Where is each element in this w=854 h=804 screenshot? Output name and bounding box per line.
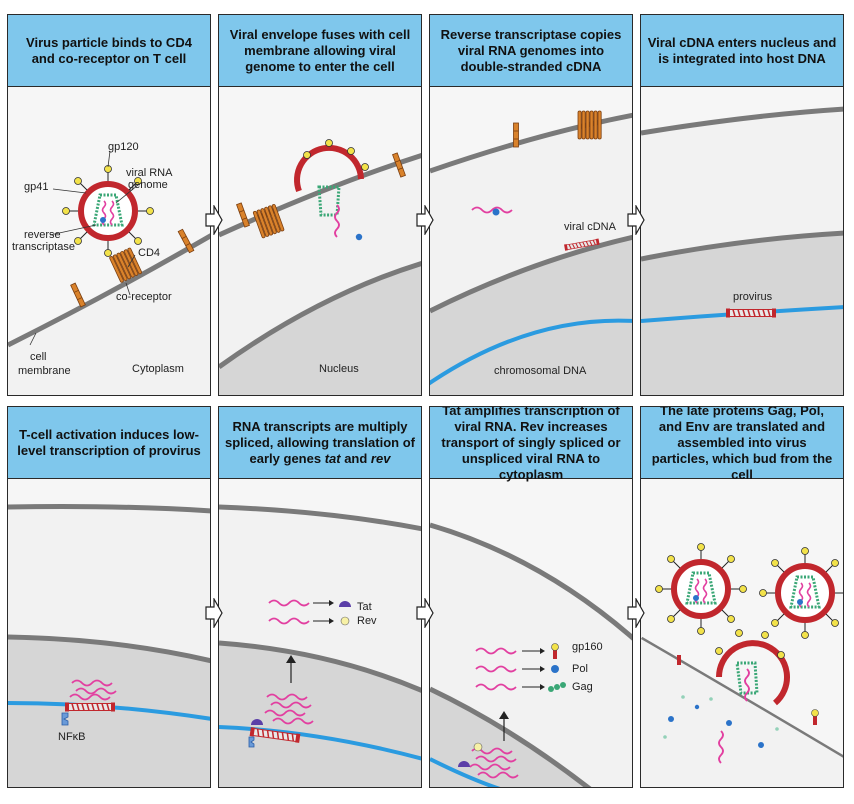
panel-header: T-cell activation induces low-level tran… bbox=[8, 407, 210, 479]
panel-3: Reverse transcriptase copies viral RNA g… bbox=[429, 14, 633, 396]
panel-6: RNA transcripts are multiply spliced, al… bbox=[218, 406, 422, 788]
hiv-virion bbox=[656, 544, 747, 635]
panel-header: Virus particle binds to CD4 and co-recep… bbox=[8, 15, 210, 87]
panel-header: Reverse transcriptase copies viral RNA g… bbox=[430, 15, 632, 87]
label-cell: cell bbox=[30, 351, 47, 363]
panel-1-scene bbox=[8, 150, 210, 395]
panel-3-scene bbox=[430, 110, 632, 395]
panel-header: RNA transcripts are multiply spliced, al… bbox=[219, 407, 421, 479]
label-tat: Tat bbox=[357, 601, 372, 613]
panel-title: Virus particle binds to CD4 and co-recep… bbox=[26, 34, 192, 66]
panel-title: Viral envelope fuses with cell membrane … bbox=[229, 26, 411, 74]
arrow-icon bbox=[205, 205, 223, 235]
panel-title: The late proteins Gag, Pol, and Env are … bbox=[651, 406, 833, 482]
panel-5: T-cell activation induces low-level tran… bbox=[7, 406, 211, 788]
label-membrane: membrane bbox=[18, 365, 71, 377]
arrow-icon bbox=[627, 598, 645, 628]
panel-4: Viral cDNA enters nucleus and is integra… bbox=[640, 14, 844, 396]
label-provirus: provirus bbox=[733, 291, 773, 303]
panel-header: Viral cDNA enters nucleus and is integra… bbox=[641, 15, 843, 87]
panel-6-scene bbox=[219, 504, 421, 787]
panel-7: Tat amplifies transcription of viral RNA… bbox=[429, 406, 633, 788]
panel-2: Viral envelope fuses with cell membrane … bbox=[218, 14, 422, 396]
label-gag: Gag bbox=[572, 681, 593, 693]
label-transcriptase: transcriptase bbox=[12, 241, 75, 253]
panel-title: Reverse transcriptase copies viral RNA g… bbox=[440, 26, 622, 74]
panel-title: Tat amplifies transcription of viral RNA… bbox=[441, 406, 621, 482]
panel-8: The late proteins Gag, Pol, and Env are … bbox=[640, 406, 844, 788]
arrow-icon bbox=[205, 598, 223, 628]
arrow-icon bbox=[416, 205, 434, 235]
label-pol: Pol bbox=[572, 663, 588, 675]
label-gp160: gp160 bbox=[572, 641, 603, 653]
label-chromosomal-dna: chromosomal DNA bbox=[494, 365, 587, 377]
label-gp41: gp41 bbox=[24, 181, 49, 193]
label-nucleus: Nucleus bbox=[319, 363, 359, 375]
arrow-icon bbox=[627, 205, 645, 235]
panel-7-scene bbox=[430, 522, 632, 787]
label-viral-rna: viral RNA bbox=[126, 167, 173, 179]
label-cytoplasm: Cytoplasm bbox=[132, 363, 184, 375]
arrow-icon bbox=[416, 598, 434, 628]
panel-title: RNA transcripts are multiply spliced, al… bbox=[225, 418, 415, 466]
chromosomal-dna bbox=[430, 318, 632, 386]
cd4-protein bbox=[70, 282, 86, 308]
panel-8-scene bbox=[641, 407, 845, 787]
label-rev: Rev bbox=[357, 615, 377, 627]
panel-header: Viral envelope fuses with cell membrane … bbox=[219, 15, 421, 87]
label-co-receptor: co-receptor bbox=[116, 291, 172, 303]
label-genome: genome bbox=[128, 179, 168, 191]
panel-1: Virus particle binds to CD4 and co-recep… bbox=[7, 14, 211, 396]
label-cd4: CD4 bbox=[138, 247, 161, 259]
nfkb-protein bbox=[61, 712, 69, 726]
label-nfkb: NFκB bbox=[58, 731, 86, 743]
panel-2-scene bbox=[219, 139, 421, 395]
panel-5-scene bbox=[8, 504, 210, 787]
label-gp120: gp120 bbox=[108, 141, 139, 153]
label-reverse: reverse bbox=[24, 229, 61, 241]
panel-header: The late proteins Gag, Pol, and Env are … bbox=[641, 407, 843, 482]
label-viral-cdna: viral cDNA bbox=[564, 221, 616, 233]
panel-title: Viral cDNA enters nucleus and is integra… bbox=[647, 34, 837, 66]
panel-title: T-cell activation induces low-level tran… bbox=[17, 426, 201, 458]
hiv-virion bbox=[760, 548, 845, 639]
panel-header: Tat amplifies transcription of viral RNA… bbox=[430, 407, 632, 482]
cell-membrane bbox=[8, 233, 210, 348]
panel-4-scene bbox=[641, 106, 843, 395]
